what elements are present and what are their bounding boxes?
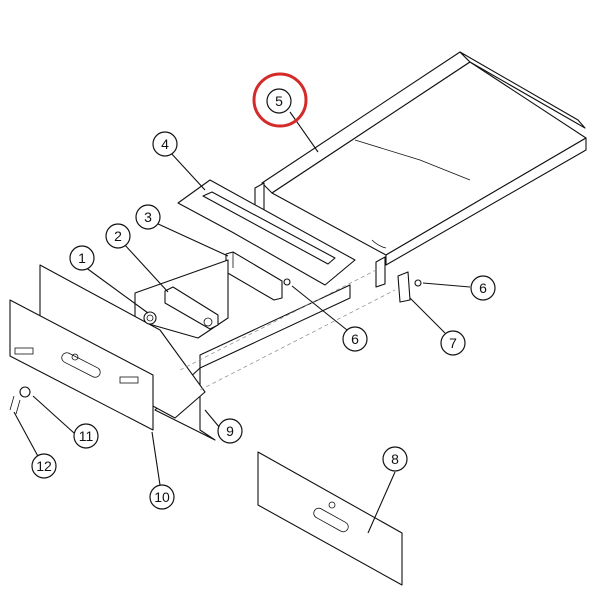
bracket-body xyxy=(225,251,283,301)
leader-lines xyxy=(13,111,471,534)
callout-label: 4 xyxy=(161,136,169,152)
front-panel-handle-slot xyxy=(313,507,349,533)
callout-label: 5 xyxy=(275,93,283,109)
part-5-drawer-tray xyxy=(254,51,587,288)
callout-label: 3 xyxy=(144,209,152,225)
key-shape xyxy=(9,395,21,415)
part-4-gasket-plate xyxy=(177,179,356,286)
front-fascia-face xyxy=(9,299,154,431)
callout-label: 6 xyxy=(351,331,359,347)
callout-12: 12 xyxy=(31,453,57,479)
alignment-line-upper xyxy=(179,267,381,371)
callout-9: 9 xyxy=(217,418,243,444)
part-2-control-module xyxy=(134,259,229,339)
callout-2: 2 xyxy=(105,223,131,249)
back-panel-top-edge xyxy=(199,284,351,369)
tray-floor-mark xyxy=(371,239,387,249)
callout-10: 10 xyxy=(149,484,175,510)
gasket-plate-rail xyxy=(202,191,336,265)
part-8-front-panel xyxy=(257,451,403,586)
tray-floor-crease xyxy=(354,139,471,181)
alignment-line-lower xyxy=(199,289,396,391)
lock-cylinder xyxy=(19,386,31,398)
part-6-screw-left xyxy=(283,278,291,286)
part-6-screw-right xyxy=(414,279,422,287)
fascia-handle-slot xyxy=(61,352,101,378)
callout-8: 8 xyxy=(382,446,408,472)
callout-4: 4 xyxy=(152,131,178,157)
part-10-front-fascia xyxy=(9,299,154,431)
callout-label: 7 xyxy=(449,335,457,351)
fascia-mark-right xyxy=(119,376,139,384)
callout-label: 8 xyxy=(391,451,399,467)
side-bracket xyxy=(397,271,411,303)
callout-6-left: 6 xyxy=(342,326,368,352)
callout-1: 1 xyxy=(69,245,95,271)
knob-outer xyxy=(143,311,157,325)
fascia-mark-left xyxy=(14,347,34,355)
callout-label: 11 xyxy=(79,428,94,444)
tray-front-rim xyxy=(385,137,587,266)
fascia-hole xyxy=(71,353,79,361)
part-12-key xyxy=(9,395,21,415)
part-11-lock-cylinder xyxy=(19,386,31,398)
front-panel-hole xyxy=(328,501,336,509)
part-1-knob xyxy=(143,311,157,325)
tray-back-rim xyxy=(459,51,586,129)
module-body xyxy=(164,286,219,330)
callout-label: 12 xyxy=(36,458,52,474)
alignment-lines xyxy=(179,267,396,391)
highlight-ring xyxy=(252,72,308,128)
callout-5-highlighted: 5 xyxy=(252,72,308,128)
callout-label: 2 xyxy=(114,228,122,244)
knob-inner xyxy=(146,314,154,322)
callout-6-right: 6 xyxy=(470,275,496,301)
callout-label: 1 xyxy=(78,250,86,266)
part-7-side-bracket xyxy=(397,271,411,303)
callout-label: 10 xyxy=(154,489,170,505)
part-3-bracket xyxy=(225,251,283,301)
callout-11: 11 xyxy=(73,423,99,449)
front-panel-face xyxy=(257,451,403,586)
callout-label: 9 xyxy=(226,423,234,439)
tray-right-tab xyxy=(375,256,386,288)
module-knob xyxy=(203,317,213,327)
callout-7: 7 xyxy=(440,330,466,356)
callout-label: 6 xyxy=(479,280,487,296)
callout-3: 3 xyxy=(135,204,161,230)
